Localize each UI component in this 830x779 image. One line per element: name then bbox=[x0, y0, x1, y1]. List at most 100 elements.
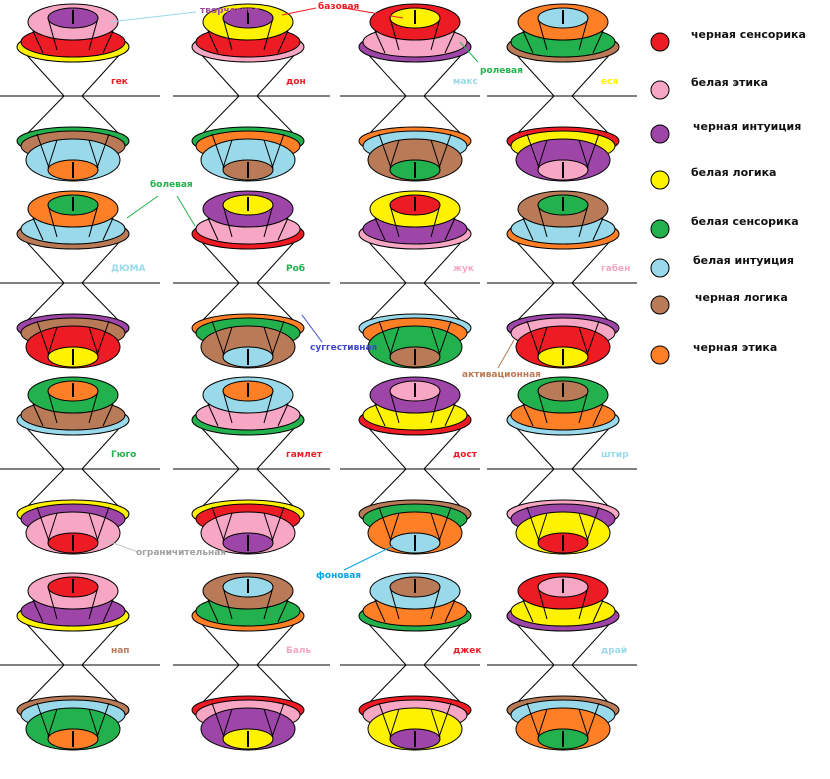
trapezoid-line bbox=[211, 702, 225, 738]
cone-line bbox=[423, 664, 466, 708]
type-name-label: макс bbox=[453, 77, 478, 87]
trapezoid-line bbox=[88, 586, 99, 620]
cone-line bbox=[364, 468, 407, 512]
cone-line bbox=[423, 619, 466, 666]
cone-line bbox=[22, 619, 65, 666]
trapezoid-line bbox=[438, 506, 452, 542]
cone-line bbox=[256, 95, 299, 139]
cone-line bbox=[364, 619, 407, 666]
annotation-leader-line bbox=[109, 11, 197, 23]
trapezoid-line bbox=[578, 708, 589, 738]
type-name-label: Роб bbox=[286, 264, 306, 274]
legend-swatch-purple bbox=[650, 124, 670, 144]
cone-line bbox=[256, 237, 299, 284]
trapezoid-line bbox=[32, 599, 44, 623]
trapezoid-line bbox=[211, 133, 225, 169]
cone-line bbox=[256, 619, 299, 666]
trapezoid-line bbox=[271, 133, 285, 169]
trapezoid-line bbox=[444, 217, 456, 241]
trapezoid-line bbox=[389, 708, 400, 738]
cone-line bbox=[512, 50, 555, 97]
type-name-label: дост bbox=[453, 450, 478, 460]
annotation-label: ограничительная bbox=[136, 548, 227, 558]
trapezoid-line bbox=[277, 599, 289, 623]
trapezoid-line bbox=[592, 403, 604, 427]
trapezoid-line bbox=[389, 512, 400, 542]
cone-line bbox=[512, 664, 555, 708]
trapezoid-line bbox=[522, 403, 534, 427]
cone-line bbox=[571, 237, 614, 284]
legend-label: черная этика bbox=[693, 341, 778, 354]
trapezoid-line bbox=[378, 133, 392, 169]
trapezoid-line bbox=[537, 139, 548, 169]
cone-line bbox=[197, 237, 240, 284]
trapezoid-line bbox=[430, 512, 441, 542]
trapezoid-line bbox=[222, 139, 233, 169]
trapezoid-line bbox=[277, 217, 289, 241]
trapezoid-line bbox=[374, 403, 386, 427]
trapezoid-line bbox=[222, 17, 233, 51]
cone-line bbox=[571, 50, 614, 97]
cone-line bbox=[571, 423, 614, 470]
legend-swatch-green bbox=[650, 219, 670, 239]
trapezoid-line bbox=[374, 217, 386, 241]
trapezoid-line bbox=[578, 586, 589, 620]
trapezoid-line bbox=[102, 30, 114, 54]
trapezoid-line bbox=[537, 17, 548, 51]
trapezoid-line bbox=[263, 204, 274, 238]
type-name-label: драй bbox=[601, 646, 628, 656]
trapezoid-line bbox=[47, 390, 58, 424]
cone-line bbox=[81, 95, 124, 139]
cone-line bbox=[22, 423, 65, 470]
trapezoid-line bbox=[47, 139, 58, 169]
annotation-label: болевая bbox=[150, 180, 193, 190]
trapezoid-line bbox=[537, 326, 548, 356]
cone-line bbox=[81, 468, 124, 512]
trapezoid-line bbox=[389, 17, 400, 51]
cone-line bbox=[256, 282, 299, 326]
cone-line bbox=[364, 423, 407, 470]
cone-line bbox=[571, 282, 614, 326]
type-name-label: гамлет bbox=[286, 450, 323, 460]
cone-line bbox=[571, 95, 614, 139]
trapezoid-line bbox=[537, 390, 548, 424]
trapezoid-line bbox=[47, 204, 58, 238]
trapezoid-line bbox=[96, 133, 110, 169]
trapezoid-line bbox=[438, 133, 452, 169]
trapezoid-line bbox=[263, 586, 274, 620]
trapezoid-line bbox=[444, 599, 456, 623]
cone-line bbox=[197, 423, 240, 470]
type-name-label: Гюго bbox=[111, 450, 137, 460]
type-name-label: гек bbox=[111, 77, 128, 87]
trapezoid-line bbox=[526, 320, 540, 356]
trapezoid-line bbox=[102, 599, 114, 623]
cone-line bbox=[364, 50, 407, 97]
trapezoid-line bbox=[389, 390, 400, 424]
trapezoid-line bbox=[88, 708, 99, 738]
type-name-label: ДЮМА bbox=[111, 264, 146, 274]
trapezoid-line bbox=[522, 30, 534, 54]
legend-swatch-orange bbox=[650, 345, 670, 365]
annotation-label: фоновая bbox=[316, 571, 362, 581]
legend-label: белая логика bbox=[691, 166, 777, 179]
trapezoid-line bbox=[211, 320, 225, 356]
legend-swatch-red bbox=[650, 32, 670, 52]
trapezoid-line bbox=[522, 599, 534, 623]
type-name-label: жук bbox=[453, 264, 474, 274]
trapezoid-line bbox=[102, 403, 114, 427]
cone-line bbox=[197, 282, 240, 326]
trapezoid-line bbox=[592, 599, 604, 623]
cone-line bbox=[364, 282, 407, 326]
trapezoid-line bbox=[222, 390, 233, 424]
trapezoid-line bbox=[438, 320, 452, 356]
legend-label: белая интуиция bbox=[693, 254, 794, 267]
trapezoid-line bbox=[578, 204, 589, 238]
trapezoid-line bbox=[537, 586, 548, 620]
trapezoid-line bbox=[47, 326, 58, 356]
trapezoid-line bbox=[88, 390, 99, 424]
trapezoid-line bbox=[578, 390, 589, 424]
trapezoid-line bbox=[378, 320, 392, 356]
trapezoid-line bbox=[263, 512, 274, 542]
cone-line bbox=[197, 619, 240, 666]
annotation-label: активационная bbox=[462, 370, 541, 380]
